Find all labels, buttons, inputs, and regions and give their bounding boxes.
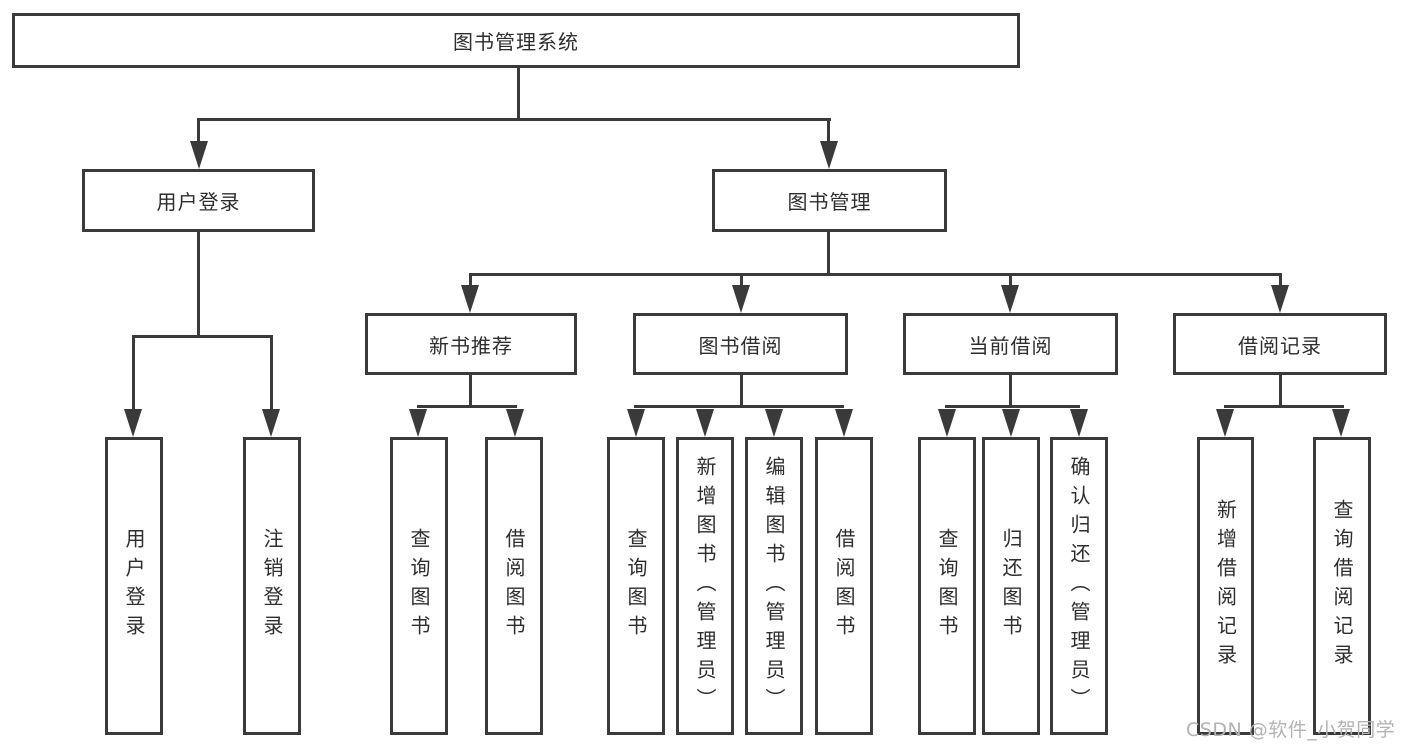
leaf-label: 查询图书	[935, 528, 959, 644]
leaf-label: 用户登录	[122, 528, 146, 644]
arrow-down-icon	[1216, 409, 1234, 437]
connector-vline	[1279, 276, 1282, 290]
connector-vline	[270, 338, 273, 413]
connector-vline	[517, 68, 520, 120]
arrow-down-icon	[1001, 285, 1019, 313]
arrow-down-icon	[506, 409, 524, 437]
connector-hline	[197, 118, 831, 121]
node-library-management-system: 图书管理系统	[12, 13, 1020, 68]
leaf-label: 借阅图书	[502, 528, 526, 644]
arrow-down-icon	[262, 409, 280, 437]
leaf-query-books-borrow: 查询图书	[607, 437, 665, 735]
connector-vline	[1009, 375, 1012, 408]
connector-vline	[827, 121, 830, 145]
arrow-down-icon	[938, 409, 956, 437]
connector-hline	[469, 273, 1282, 276]
connector-hline	[132, 335, 273, 338]
arrow-down-icon	[1002, 409, 1020, 437]
node-label: 新书推荐	[429, 333, 513, 358]
connector-hline	[1224, 405, 1344, 408]
arrow-down-icon	[190, 141, 208, 169]
arrow-down-icon	[1271, 285, 1289, 313]
leaf-user-login: 用户登录	[105, 437, 163, 735]
leaf-edit-books-admin: 编辑图书（管理员）	[745, 437, 803, 735]
arrow-down-icon	[627, 409, 645, 437]
leaf-label: 查询图书	[407, 528, 431, 644]
node-current-borrow: 当前借阅	[903, 313, 1118, 375]
connector-vline	[197, 232, 200, 338]
arrow-down-icon	[765, 409, 783, 437]
arrow-down-icon	[1070, 409, 1088, 437]
node-label: 当前借阅	[968, 333, 1053, 358]
leaf-label: 新增借阅记录	[1213, 499, 1238, 673]
arrow-down-icon	[461, 285, 479, 313]
connector-vline	[132, 338, 135, 413]
leaf-return-books: 归还图书	[982, 437, 1040, 735]
connector-vline	[740, 276, 743, 290]
connector-hline	[634, 405, 844, 408]
leaf-label: 新增图书（管理员）	[693, 455, 717, 717]
arrow-down-icon	[124, 409, 142, 437]
arrow-down-icon	[409, 409, 427, 437]
connector-vline	[740, 375, 743, 408]
connector-vline	[469, 276, 472, 290]
connector-hline	[945, 405, 1080, 408]
leaf-label: 借阅图书	[832, 528, 856, 644]
leaf-label: 编辑图书（管理员）	[762, 455, 786, 717]
node-borrow-record: 借阅记录	[1173, 313, 1387, 375]
leaf-query-books-current: 查询图书	[918, 437, 976, 735]
node-label: 用户登录	[156, 190, 241, 214]
leaf-query-borrow-record: 查询借阅记录	[1313, 437, 1371, 735]
leaf-add-books-admin: 新增图书（管理员）	[676, 437, 734, 735]
connector-vline	[197, 121, 200, 145]
leaf-logout: 注销登录	[243, 437, 301, 735]
leaf-borrow-books: 借阅图书	[815, 437, 873, 735]
connector-vline	[1009, 276, 1012, 290]
csdn-watermark: CSDN @软件_小贺同学	[1186, 719, 1396, 741]
arrow-down-icon	[732, 285, 750, 313]
arrow-down-icon	[1332, 409, 1350, 437]
node-label: 借阅记录	[1238, 333, 1322, 358]
connector-vline	[827, 232, 830, 276]
leaf-add-borrow-record: 新增借阅记录	[1197, 437, 1254, 735]
connector-hline	[417, 405, 517, 408]
node-new-book-recommend: 新书推荐	[365, 313, 577, 375]
node-label: 图书管理系统	[453, 30, 579, 54]
leaf-confirm-return-admin: 确认归还（管理员）	[1050, 437, 1108, 735]
leaf-label: 归还图书	[999, 528, 1023, 644]
node-label: 图书管理	[787, 190, 872, 214]
leaf-query-books-recommend: 查询图书	[390, 437, 448, 735]
arrow-down-icon	[696, 409, 714, 437]
node-label: 图书借阅	[698, 333, 783, 358]
connector-vline	[1279, 375, 1282, 408]
connector-vline	[469, 375, 472, 408]
arrow-down-icon	[820, 141, 838, 169]
leaf-label: 确认归还（管理员）	[1067, 455, 1091, 717]
node-user-login: 用户登录	[82, 169, 315, 232]
arrow-down-icon	[835, 409, 853, 437]
node-book-borrow: 图书借阅	[633, 313, 848, 375]
node-book-management: 图书管理	[712, 169, 947, 232]
leaf-label: 查询图书	[624, 528, 648, 644]
leaf-label: 注销登录	[260, 528, 284, 644]
leaf-label: 查询借阅记录	[1330, 499, 1354, 673]
leaf-borrow-books-recommend: 借阅图书	[485, 437, 543, 735]
